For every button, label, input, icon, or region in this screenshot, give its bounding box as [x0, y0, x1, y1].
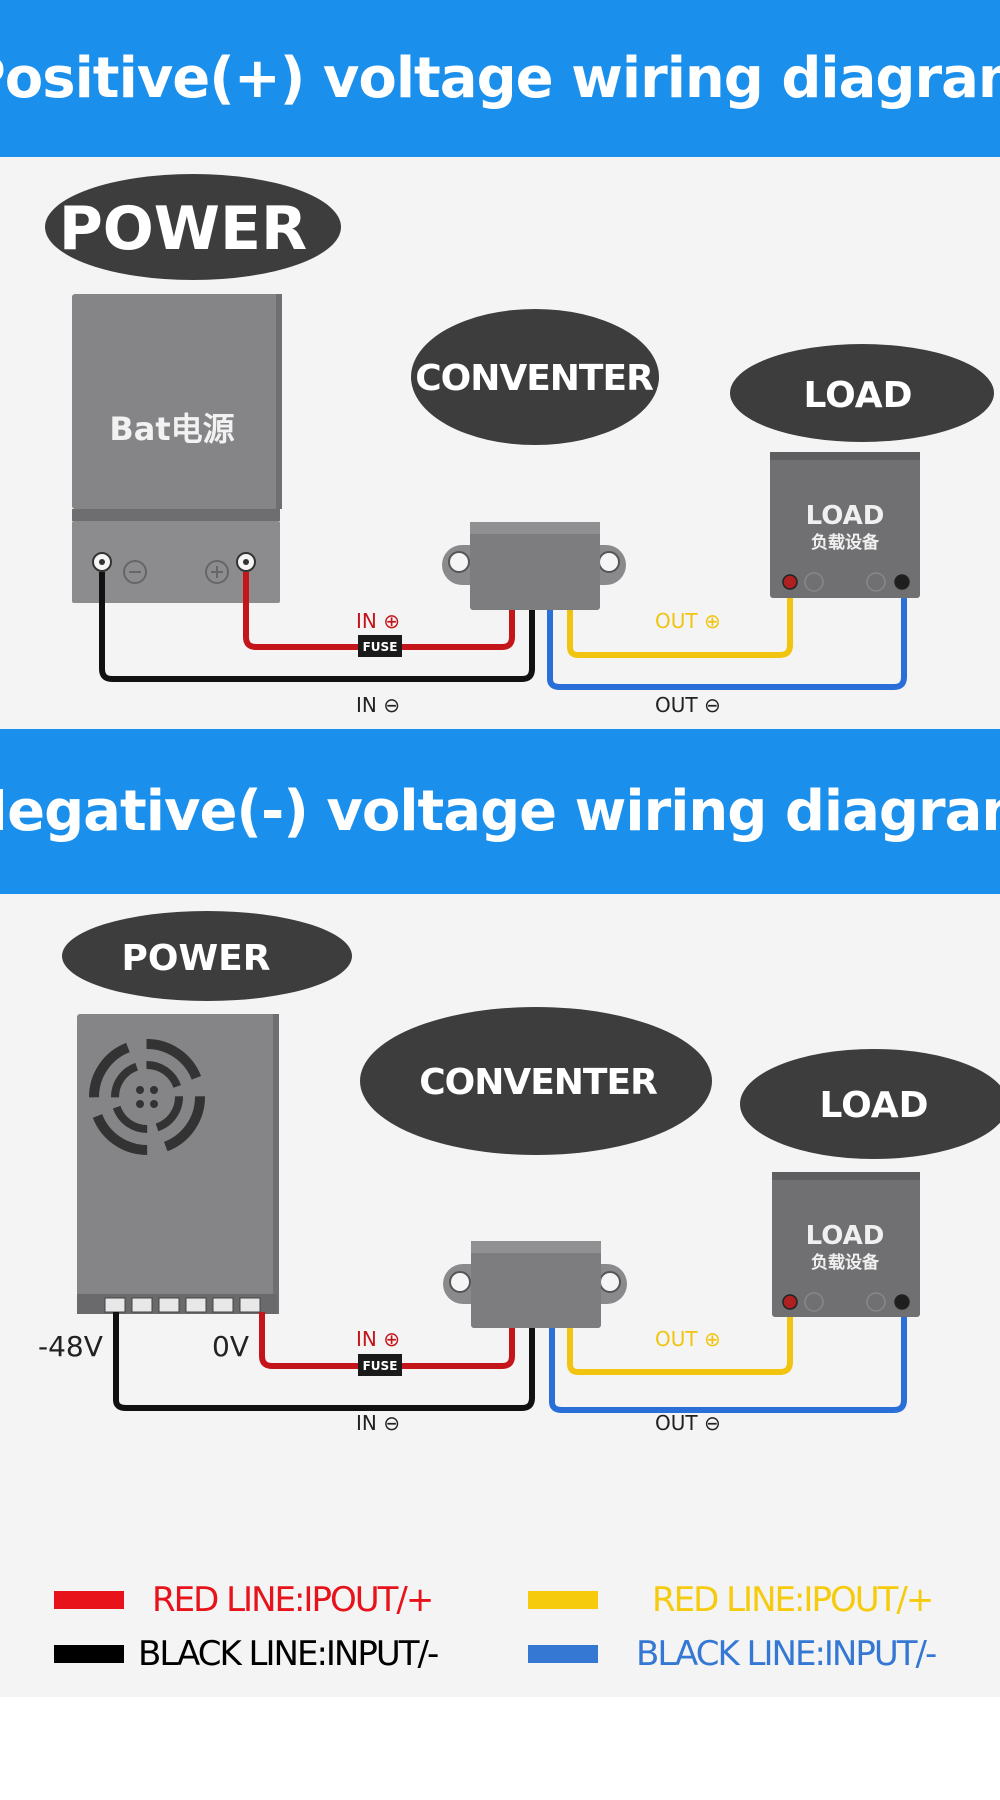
converter-label-bubble: CONVENTER [411, 309, 659, 445]
wire-black-in-negative [99, 572, 535, 682]
title-negative: Negative(-) voltage wiring diagram [0, 779, 1000, 844]
load-box-title-2: LOAD [806, 1221, 885, 1251]
fuse-2: FUSE [358, 1354, 402, 1376]
title-positive: Positive(+) voltage wiring diagram [0, 46, 1000, 111]
converter-label-2: CONVENTER [419, 1062, 657, 1103]
power-supply-unit [77, 1014, 279, 1314]
load-label-bubble-2: LOAD [740, 1049, 1000, 1159]
fuse-label: FUSE [363, 640, 398, 654]
positive-diagram: POWER Bat电源 FUSE CONVE [45, 174, 994, 717]
converter-label: CONVENTER [415, 358, 653, 399]
legend-swatch-yellow [528, 1591, 598, 1609]
legend-swatch-red [54, 1591, 124, 1609]
fuse-label-2: FUSE [363, 1359, 398, 1373]
converter-unit-2 [443, 1241, 627, 1328]
title-banner-positive: Positive(+) voltage wiring diagram [0, 0, 1000, 157]
fan-icon [89, 1039, 205, 1155]
legend-swatch-blue [528, 1645, 598, 1663]
load-label: LOAD [803, 375, 912, 416]
power-label: POWER [59, 194, 307, 264]
load-box-subtitle: 负载设备 [811, 532, 880, 553]
legend-item-blue: BLACK LINE:INPUT/- [528, 1634, 937, 1674]
in-pos-label-2: IN ⊕ [356, 1327, 400, 1351]
load-box-title: LOAD [806, 501, 885, 531]
terminal-block [104, 1297, 261, 1313]
power-label-2: POWER [121, 938, 270, 979]
legend-item-red: RED LINE:IPOUT/+ [54, 1580, 434, 1620]
converter-label-bubble-2: CONVENTER [360, 1007, 712, 1155]
in-pos-label: IN ⊕ [356, 609, 400, 633]
negative-diagram-panel: POWER -48V 0V FUSE [0, 894, 1000, 1560]
wire-yellow-out-positive [567, 587, 793, 658]
out-pos-label: OUT ⊕ [655, 609, 721, 633]
in-neg-label: IN ⊖ [356, 693, 400, 717]
battery-text: Bat电源 [109, 410, 234, 448]
legend-text-blue: BLACK LINE:INPUT/- [636, 1634, 937, 1674]
load-device-2: LOAD 负载设备 [772, 1172, 920, 1317]
load-label-bubble: LOAD [730, 344, 994, 442]
legend-text-red: RED LINE:IPOUT/+ [152, 1580, 434, 1620]
negative-diagram: POWER -48V 0V FUSE [38, 911, 1000, 1435]
wire-blue-out-negative [547, 587, 907, 690]
battery-unit: Bat电源 [72, 294, 282, 603]
title-banner-negative: Negative(-) voltage wiring diagram [0, 729, 1000, 894]
legend-item-black: BLACK LINE:INPUT/- [54, 1634, 439, 1674]
positive-diagram-panel: POWER Bat电源 FUSE CONVE [0, 157, 1000, 729]
wire-yellow-out-positive-2 [567, 1306, 793, 1375]
load-label-2: LOAD [819, 1085, 928, 1126]
out-neg-label-2: OUT ⊖ [655, 1411, 721, 1435]
out-pos-label-2: OUT ⊕ [655, 1327, 721, 1351]
wire-blue-out-negative-2 [549, 1306, 907, 1413]
legend-text-yellow: RED LINE:IPOUT/+ [652, 1580, 934, 1620]
legend-swatch-black [54, 1645, 124, 1663]
converter-unit [442, 522, 626, 610]
in-neg-label-2: IN ⊖ [356, 1411, 400, 1435]
legend-item-yellow: RED LINE:IPOUT/+ [528, 1580, 934, 1620]
power-label-bubble-2: POWER [62, 911, 352, 1001]
fuse: FUSE [358, 635, 402, 657]
load-device: LOAD 负载设备 [770, 452, 920, 598]
wire-legend: RED LINE:IPOUT/+ BLACK LINE:INPUT/- RED … [0, 1560, 1000, 1697]
voltage-neg-label: -48V [38, 1330, 103, 1363]
out-neg-label: OUT ⊖ [655, 693, 721, 717]
legend-text-black: BLACK LINE:INPUT/- [138, 1634, 439, 1674]
power-label-bubble: POWER [45, 174, 341, 280]
load-box-subtitle-2: 负载设备 [811, 1252, 880, 1273]
wire-black-in-negative-2 [113, 1312, 535, 1411]
voltage-zero-label: 0V [212, 1330, 249, 1363]
